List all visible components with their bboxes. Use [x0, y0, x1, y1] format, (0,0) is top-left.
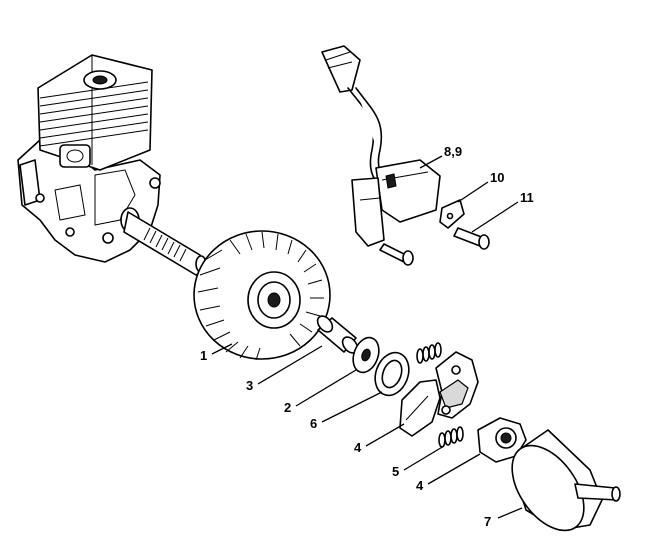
clutch-shoes: [399, 351, 479, 437]
label-part-2: 2: [284, 400, 291, 415]
label-part-11: 11: [520, 190, 534, 205]
label-part-1: 1: [200, 348, 207, 363]
label-part-5: 5: [392, 464, 399, 479]
label-part-4-hub: 4: [416, 478, 424, 493]
terminal-plate: [439, 199, 465, 229]
clutch-spring-lower: [438, 426, 464, 448]
leader-lines: [211, 155, 523, 519]
label-part-8-9: 8,9: [444, 144, 462, 159]
ignition-module: [321, 45, 441, 247]
label-part-3: 3: [246, 378, 253, 393]
label-part-6: 6: [310, 416, 317, 431]
label-part-4-shoes: 4: [354, 440, 362, 455]
sleeve: [316, 315, 359, 354]
screw-11: [453, 227, 490, 250]
clutch-spring-upper: [416, 342, 442, 364]
engine-cylinder: [17, 54, 207, 276]
label-part-10: 10: [490, 170, 504, 185]
flywheel: [193, 230, 331, 361]
screw: [379, 243, 414, 266]
label-part-7: 7: [484, 514, 491, 529]
clutch-hub: [477, 417, 527, 463]
spacer-ring: [374, 351, 410, 397]
clutch-drum: [511, 429, 621, 532]
washer: [352, 336, 380, 374]
